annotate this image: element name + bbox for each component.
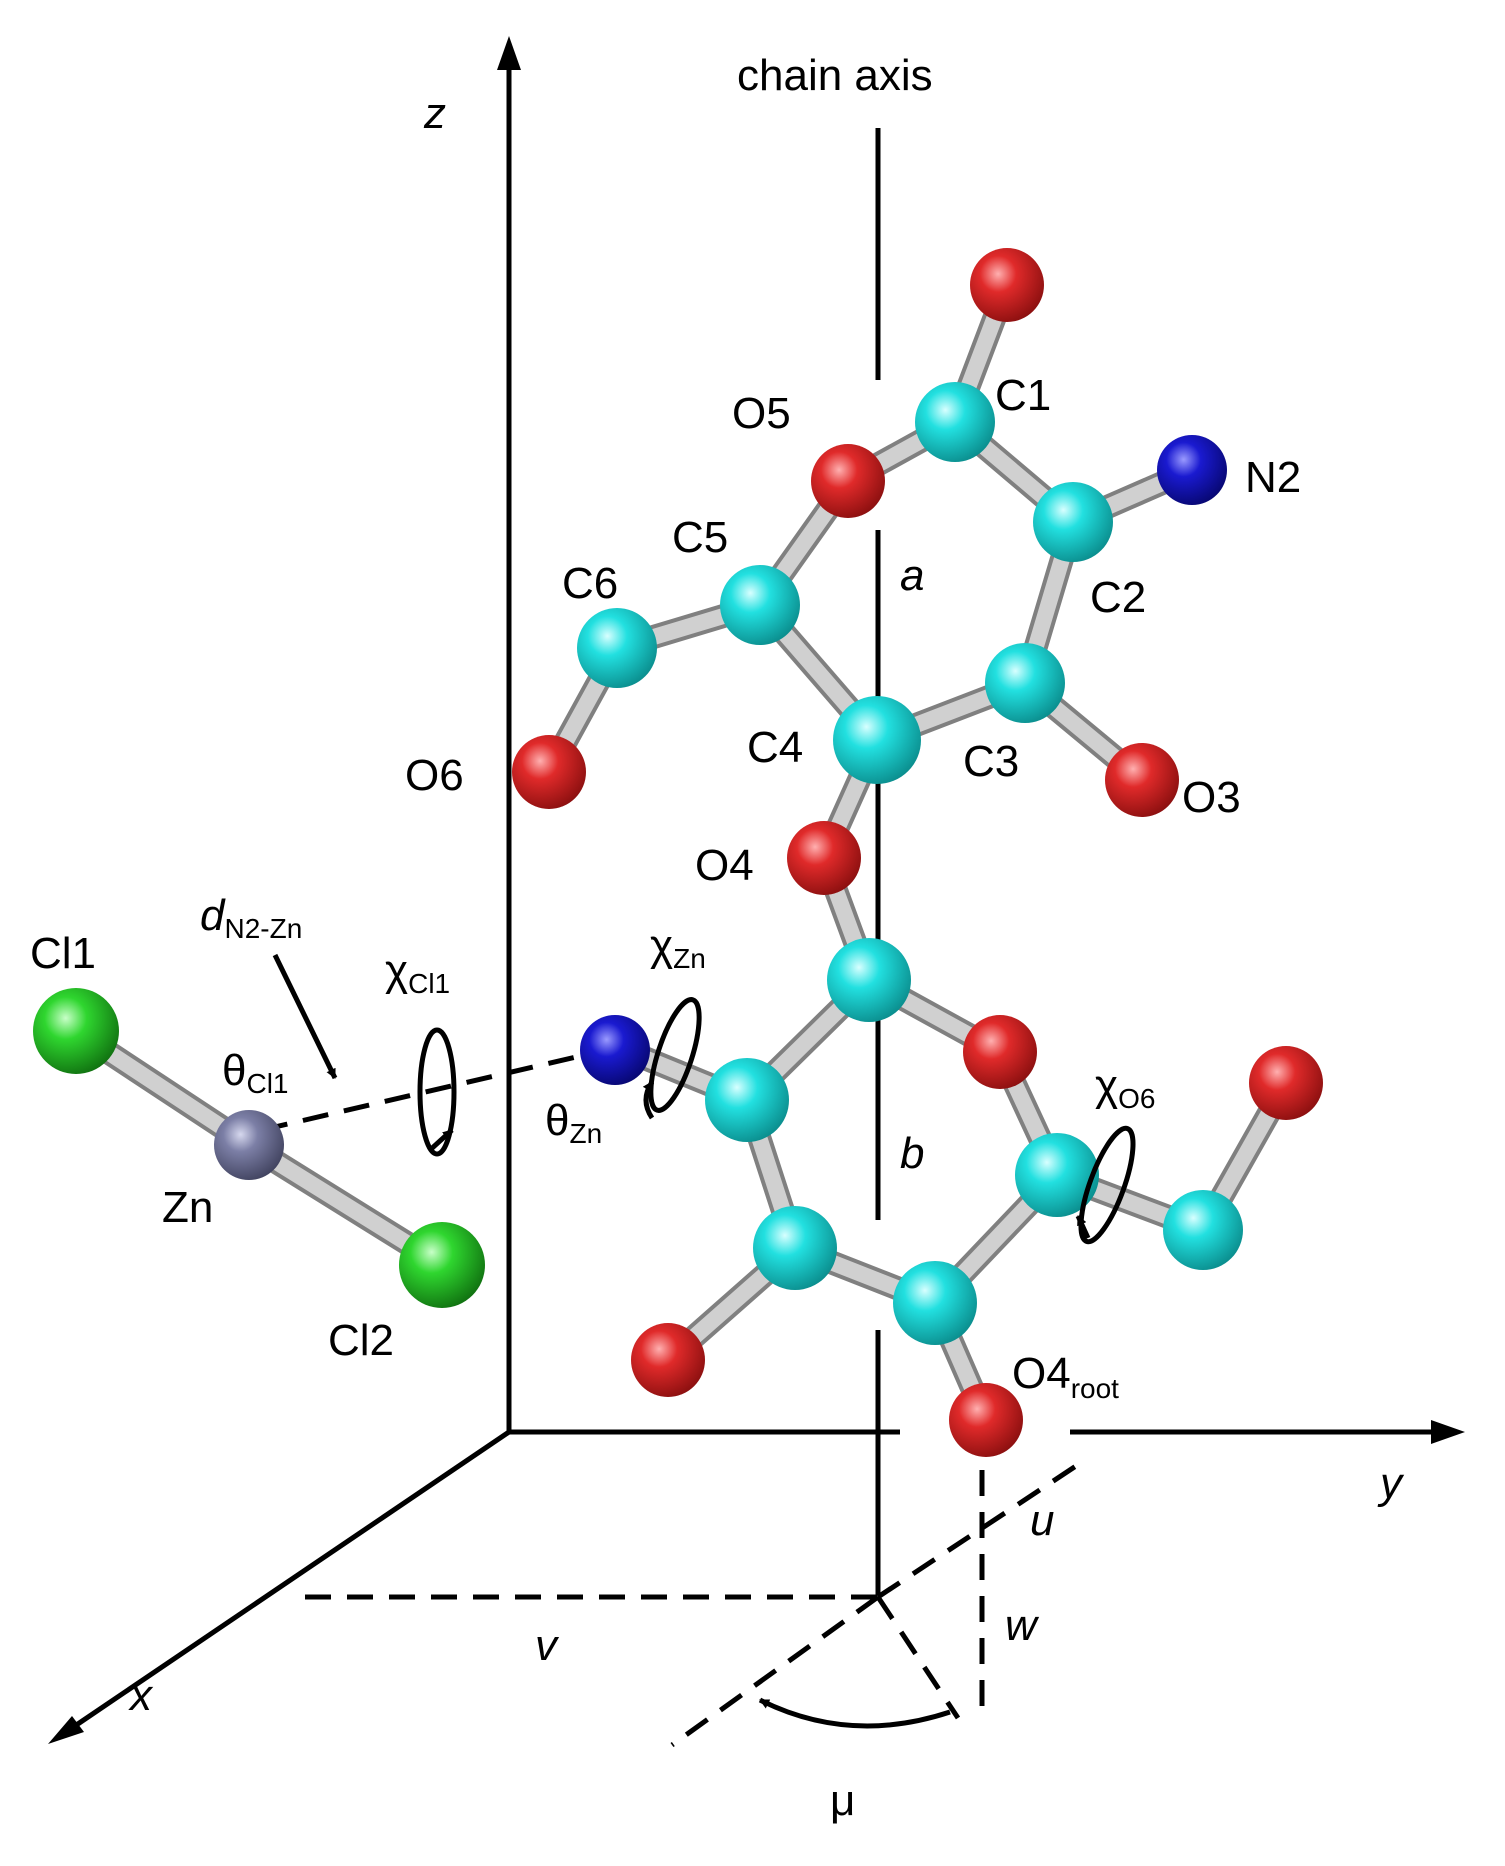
- x-axis-arrowhead: [48, 1716, 84, 1744]
- o6-atom: [512, 735, 586, 809]
- o5-label: O5: [732, 389, 791, 438]
- c4b-atom: [893, 1261, 977, 1345]
- o3b-atom: [631, 1323, 705, 1397]
- z-axis-label: z: [423, 89, 446, 138]
- o4-label: O4: [695, 841, 754, 890]
- cl1-atom: [33, 988, 119, 1074]
- v-label: v: [535, 1621, 560, 1670]
- u-label: u: [1030, 1496, 1054, 1545]
- c1-label: C1: [995, 371, 1051, 420]
- zn-label: Zn: [162, 1183, 213, 1232]
- theta-zn-label: θZn: [545, 1096, 602, 1149]
- atoms: [33, 248, 1323, 1457]
- cl1-label: Cl1: [30, 929, 96, 978]
- chi-cl1-rotation-ring: [417, 1027, 457, 1157]
- bonds: [64, 273, 1298, 1432]
- d-n2-zn-label: dN2-Zn: [200, 891, 302, 944]
- mu-arm-left: [670, 1594, 880, 1748]
- cl2-atom: [399, 1222, 485, 1308]
- rotation-markers: [272, 953, 1136, 1245]
- o5-atom: [811, 444, 885, 518]
- n2b-atom: [580, 1015, 650, 1085]
- c3b-atom: [753, 1206, 837, 1290]
- chi-o6-rotation-ring: [1078, 1125, 1136, 1245]
- coordinate-axes: [48, 36, 1465, 1744]
- o4-atom: [787, 821, 861, 895]
- c5-label: C5: [672, 513, 728, 562]
- chi-zn-rotation-ring: [648, 997, 702, 1113]
- o6b-atom: [1249, 1046, 1323, 1120]
- o3-label: O3: [1182, 773, 1241, 822]
- c5b-atom: [1015, 1133, 1099, 1217]
- mu-label: μ: [830, 1776, 855, 1825]
- chi-zn-label: χZn: [650, 921, 706, 974]
- mu-angle-arc: [758, 1697, 951, 1729]
- n2-atom: [1157, 435, 1227, 505]
- x-axis: [64, 1429, 511, 1735]
- chi-o6-rotation-arrow: [1075, 1214, 1091, 1240]
- c1-atom: [915, 382, 995, 462]
- c2-label: C2: [1090, 573, 1146, 622]
- c2-atom: [1033, 482, 1113, 562]
- chi-o6-label: χO6: [1095, 1061, 1155, 1114]
- o4root-label: O4root: [1012, 1349, 1119, 1404]
- theta-zn-rotation-arrow: [642, 1080, 655, 1120]
- c4-label: C4: [747, 723, 803, 772]
- chain-axis-label: chain axis: [737, 51, 933, 100]
- w-label: w: [1005, 1601, 1040, 1650]
- o6-label: O6: [405, 751, 464, 800]
- chi-cl1-rotation-arrow: [428, 1128, 454, 1152]
- c6-atom: [577, 608, 657, 688]
- c2b-atom: [705, 1058, 789, 1142]
- construction-lines: [261, 1042, 1084, 1748]
- y-axis-label: y: [1377, 1459, 1405, 1508]
- mu-arm-right: [875, 1595, 961, 1720]
- x-axis-label: x: [128, 1671, 154, 1720]
- theta-cl1-label: θCl1: [222, 1046, 289, 1099]
- c5-atom: [720, 565, 800, 645]
- c1b-atom: [827, 938, 911, 1022]
- o4root-atom: [949, 1383, 1023, 1457]
- c6b-atom: [1163, 1190, 1243, 1270]
- o1-atom: [970, 248, 1044, 322]
- c3-atom: [985, 643, 1065, 723]
- chi-cl1-label: χCl1: [385, 946, 450, 999]
- o3-atom: [1105, 743, 1179, 817]
- zn-n2-dashed-bond: [261, 1042, 629, 1133]
- cl2-label: Cl2: [328, 1316, 394, 1365]
- n2-label: N2: [1245, 453, 1301, 502]
- z-axis-arrowhead: [497, 36, 521, 70]
- residue-b-label: b: [900, 1129, 924, 1178]
- residue-a-label: a: [900, 551, 924, 600]
- d-n2-zn-pointer-arrow: [272, 953, 338, 1080]
- c3-label: C3: [963, 737, 1019, 786]
- zn-atom: [214, 1110, 284, 1180]
- c4-atom: [833, 696, 921, 784]
- y-axis-arrowhead: [1431, 1420, 1465, 1444]
- c6-label: C6: [562, 559, 618, 608]
- labels: chain axis z y x a b C1 O5 N2 C5 C6 C2 C…: [30, 51, 1405, 1825]
- o5b-atom: [963, 1015, 1037, 1089]
